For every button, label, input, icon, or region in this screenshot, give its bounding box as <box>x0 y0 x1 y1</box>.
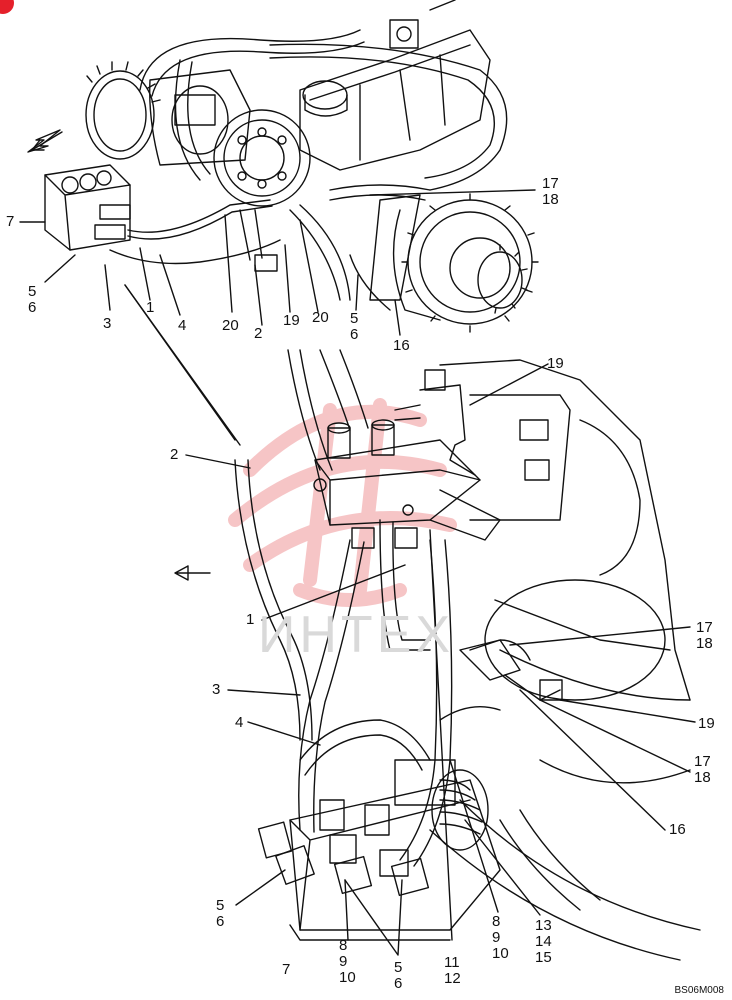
callout-16-bottom: 16 <box>669 821 686 838</box>
callout-4-top: 4 <box>178 317 187 334</box>
callout-5-6-top-b: 5 6 <box>350 310 359 343</box>
callout-8-9-10-bottom-a: 8 9 10 <box>339 937 356 986</box>
callout-5-6-bottom-b: 5 6 <box>394 959 403 992</box>
watermark-logo <box>228 398 457 607</box>
callout-16-top: 16 <box>393 337 410 354</box>
callout-17-18-bottom-a: 17 18 <box>696 619 713 652</box>
watermark-text: ИНТЕХ <box>258 606 455 664</box>
valve-block-top <box>44 164 131 251</box>
callout-19-bottom: 19 <box>547 355 564 372</box>
callout-3-bottom: 3 <box>212 681 221 698</box>
top-assembly <box>19 0 539 441</box>
callout-2-top: 2 <box>254 325 263 342</box>
callout-20-top-b: 20 <box>312 309 329 326</box>
callout-19-top: 19 <box>283 312 300 329</box>
callout-5-6-top: 5 6 <box>28 283 37 316</box>
valve-block-bottom <box>314 439 481 526</box>
callout-13-14-15-bottom: 13 14 15 <box>535 917 552 966</box>
corner-badge <box>0 0 14 14</box>
callout-4-bottom: 4 <box>235 714 244 731</box>
callout-2-bottom: 2 <box>170 446 179 463</box>
callout-3-top: 3 <box>103 315 112 332</box>
callout-20-top-a: 20 <box>222 317 239 334</box>
callout-7-top: 7 <box>6 213 15 230</box>
callout-1-top: 1 <box>146 299 155 316</box>
callout-11-12-bottom: 11 12 <box>444 954 461 987</box>
callout-8-9-10-bottom-b: 8 9 10 <box>492 913 509 962</box>
callout-17-18-top: 17 18 <box>542 175 559 208</box>
callout-5-6-bottom-a: 5 6 <box>216 897 225 930</box>
callout-19-bottom-b: 19 <box>698 715 715 732</box>
callout-1-bottom: 1 <box>246 611 255 628</box>
drawing-code: BS06M008 <box>674 985 724 996</box>
bottom-assembly <box>124 284 701 961</box>
callout-7-bottom: 7 <box>282 961 291 978</box>
callout-17-18-bottom-b: 17 18 <box>694 753 711 786</box>
